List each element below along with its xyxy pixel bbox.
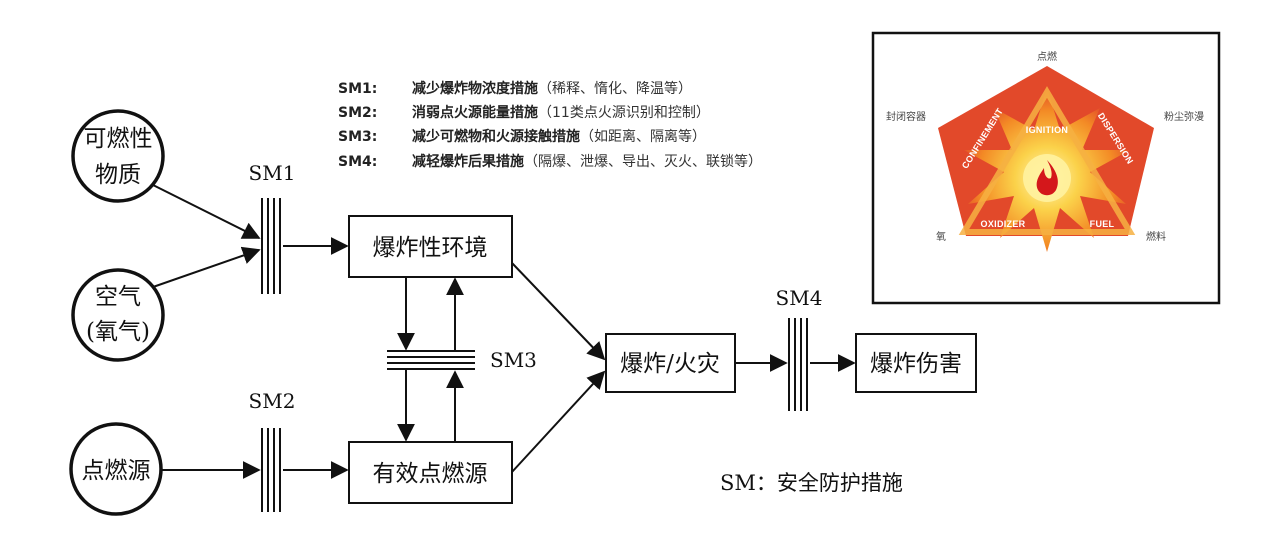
inset-word-ignition: IGNITION (1026, 125, 1068, 135)
node-combustible: 可燃性 物质 (71, 109, 165, 203)
barrier-sm2-label: SM2 (249, 389, 296, 413)
legend-sm1-code: SM1: (338, 81, 377, 97)
arrow-air-to-sm1 (152, 246, 261, 288)
arrow-effective-to-explosion (511, 370, 606, 473)
inset-label-oxygen: 氧 (936, 230, 946, 243)
node-explosive-environment: 爆炸性环境 (348, 215, 513, 278)
node-combustible-line1: 可燃性 (84, 126, 153, 152)
node-explosion-fire-label: 爆炸/火灾 (620, 351, 720, 377)
inset-word-oxidizer: OXIDIZER (981, 219, 1026, 229)
flow-arrows (152, 184, 856, 479)
node-effective-ignition-label: 有效点燃源 (373, 461, 488, 487)
arrow-combustible-to-sm1 (152, 184, 261, 239)
node-ignition-source-label: 点燃源 (82, 458, 151, 484)
inset-label-fuel: 燃料 (1146, 230, 1166, 243)
legend-sm4-detail: （隔爆、泄爆、导出、灭火、联锁等） (524, 153, 762, 170)
inset-label-dust-dispersion: 粉尘弥漫 (1164, 110, 1204, 123)
footnote-sm-definition: SM：安全防护措施 (720, 471, 903, 495)
barrier-sm3: SM3 (387, 348, 537, 372)
node-combustible-line2: 物质 (95, 162, 141, 188)
legend-sm1-text: 减少爆炸物浓度措施 (412, 80, 538, 97)
legend-sm2-text: 消弱点火源能量措施 (412, 104, 538, 121)
inset-word-fuel: FUEL (1090, 219, 1115, 229)
inset-label-ignite: 点燃 (1037, 50, 1057, 63)
node-air: 空气 (氧气) (71, 268, 165, 362)
flame-icon (1036, 160, 1058, 196)
node-explosion-harm-label: 爆炸伤害 (870, 351, 962, 377)
node-explosion-fire: 爆炸/火灾 (605, 333, 736, 393)
fire-triangle (958, 86, 1136, 235)
node-explosive-environment-label: 爆炸性环境 (373, 235, 488, 261)
legend-sm4-text: 减轻爆炸后果措施 (412, 153, 524, 170)
svg-text:SM2:消弱点火源能量措施（11类点火源识别和控制）: SM2: 消弱点火源能量措施（11类点火源识别和控制） (338, 104, 710, 121)
legend-sm2-code: SM2: (338, 105, 377, 121)
legend: SM1: 减少爆炸物浓度措施（稀释、惰化、降温等） SM2: 消弱点火源能量措施（1… (338, 80, 762, 170)
legend-sm1-detail: （稀释、惰化、降温等） (538, 80, 692, 97)
legend-sm3-code: SM3: (338, 129, 377, 145)
barrier-sm2: SM2 (249, 389, 296, 512)
legend-sm3-detail: （如距离、隔离等） (580, 128, 706, 145)
node-ignition-source: 点燃源 (69, 422, 163, 516)
svg-text:SM1:减少爆炸物浓度措施（稀释、惰化、降温等）: SM1: 减少爆炸物浓度措施（稀释、惰化、降温等） (338, 80, 692, 97)
barrier-sm4-label: SM4 (776, 286, 823, 310)
node-air-line1: 空气 (95, 284, 141, 310)
node-effective-ignition: 有效点燃源 (348, 441, 513, 504)
barrier-sm4: SM4 (776, 286, 823, 411)
barrier-sm1: SM1 (249, 161, 296, 294)
barrier-sm3-label: SM3 (490, 348, 537, 372)
legend-sm4-code: SM4: (338, 154, 377, 170)
inset-label-confined-vessel: 封闭容器 (886, 110, 926, 123)
barrier-sm1-label: SM1 (249, 161, 296, 185)
node-explosion-harm: 爆炸伤害 (855, 333, 977, 393)
svg-text:SM4:减轻爆炸后果措施（隔爆、泄爆、导出、灭火、联锁等）: SM4: 减轻爆炸后果措施（隔爆、泄爆、导出、灭火、联锁等） (338, 153, 762, 170)
svg-text:SM3:减少可燃物和火源接触措施（如距离、隔离等）: SM3: 减少可燃物和火源接触措施（如距离、隔离等） (338, 128, 706, 145)
node-air-line2: (氧气) (86, 319, 150, 345)
arrow-environment-to-explosion (511, 262, 606, 361)
legend-sm3-text: 减少可燃物和火源接触措施 (412, 128, 580, 145)
legend-sm2-detail: （11类点火源识别和控制） (538, 105, 710, 121)
explosion-pentagon-inset: IGNITION CONFINEMENT DISPERSION OXIDIZER… (871, 31, 1221, 305)
